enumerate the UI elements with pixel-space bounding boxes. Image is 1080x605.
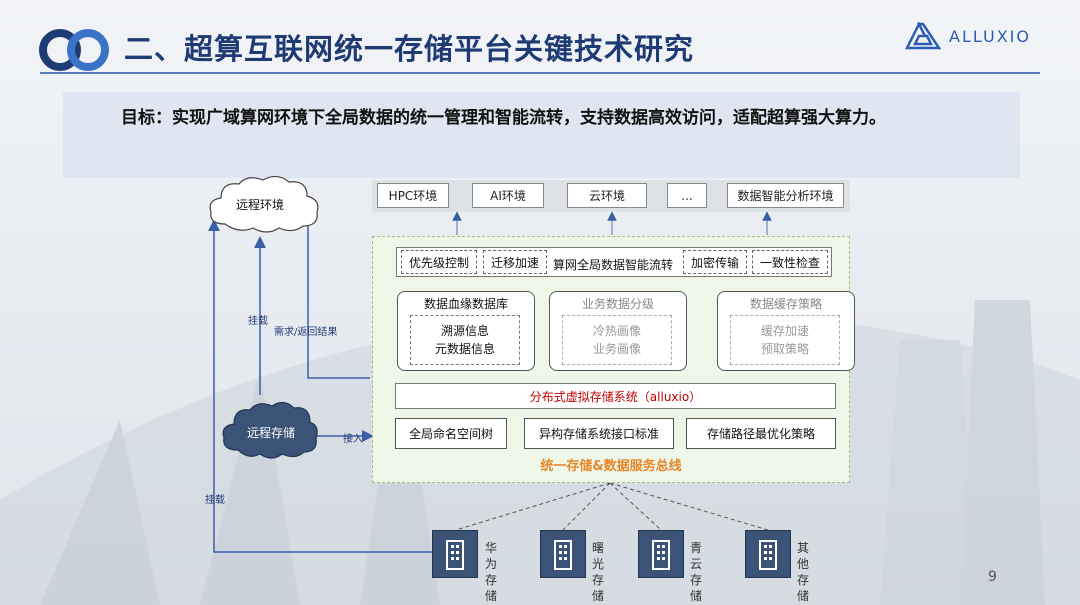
- header-divider: [40, 72, 1040, 74]
- priority-control: 优先级控制: [401, 250, 477, 274]
- card-title: 业务数据分级: [581, 297, 654, 311]
- building-icon: [432, 530, 478, 578]
- page-number: 9: [988, 569, 997, 585]
- card-content: 溯源信息 元数据信息: [410, 315, 520, 365]
- card-line: 缓存加速: [760, 324, 809, 338]
- brand-logo: ALLUXIO: [905, 22, 1031, 50]
- logo-icon: [39, 29, 109, 71]
- card-content: 冷热画像 业务画像: [562, 315, 672, 365]
- request-return-label: 需求/返回结果: [274, 327, 338, 338]
- env-cloud: 云环境: [567, 183, 647, 208]
- remote-env-cloud: [209, 175, 319, 233]
- card-cache-strategy: 数据缓存策略 缓存加速 预取策略: [717, 291, 855, 371]
- remote-storage-label: 远程存储: [247, 426, 296, 440]
- card-line: 溯源信息: [440, 324, 489, 338]
- storage-label-huawei: 华为存储: [484, 541, 497, 603]
- env-ai: AI环境: [472, 183, 544, 208]
- card-data-lineage: 数据血缘数据库 溯源信息 元数据信息: [397, 291, 535, 371]
- card-content: 缓存加速 预取策略: [730, 315, 840, 365]
- storage-label-qingcloud: 青云存储: [689, 541, 702, 603]
- storage-label-sugon: 曙光存储: [591, 541, 604, 603]
- card-title: 数据缓存策略: [749, 297, 822, 311]
- access-label: 接入: [343, 434, 363, 445]
- encrypted-transfer: 加密传输: [683, 250, 747, 274]
- card-line: 元数据信息: [434, 342, 495, 356]
- env-hpc: HPC环境: [377, 183, 449, 208]
- global-namespace-tree: 全局命名空间树: [395, 418, 507, 449]
- remote-env-label: 远程环境: [236, 198, 285, 212]
- env-data-analysis: 数据智能分析环境: [727, 183, 844, 208]
- alluxio-logo-icon: [905, 22, 941, 50]
- goal-banner: 目标：实现广域算网环境下全局数据的统一管理和智能流转，支持数据高效访问，适配超算…: [63, 92, 1020, 178]
- building-icon: [745, 530, 791, 578]
- data-service-bus-label: 统一存储&数据服务总线: [540, 459, 682, 474]
- global-data-flow-label: 算网全局数据智能流转: [553, 258, 674, 272]
- building-icon: [540, 530, 586, 578]
- card-line: 业务画像: [592, 342, 641, 356]
- building-icon: [638, 530, 684, 578]
- consistency-check: 一致性检查: [752, 250, 828, 274]
- brand-name: ALLUXIO: [949, 26, 1031, 46]
- distributed-virtual-storage: 分布式虚拟存储系统（alluxio）: [395, 383, 836, 409]
- page-title: 二、超算互联网统一存储平台关键技术研究: [124, 32, 695, 66]
- heterogeneous-storage-interface: 异构存储系统接口标准: [524, 418, 674, 449]
- storage-path-optimization: 存储路径最优化策略: [686, 418, 836, 449]
- mount-label-top: 挂载: [248, 316, 268, 327]
- card-line: 预取策略: [760, 342, 809, 356]
- migration-acceleration: 迁移加速: [483, 250, 547, 274]
- mount-label-bottom: 挂载: [205, 495, 225, 506]
- card-title: 数据血缘数据库: [423, 297, 508, 311]
- remote-storage-cloud: [222, 401, 318, 459]
- card-business-grading: 业务数据分级 冷热画像 业务画像: [549, 291, 687, 371]
- storage-label-other: 其他存储: [796, 541, 809, 603]
- card-line: 冷热画像: [592, 324, 641, 338]
- env-more: ...: [667, 183, 707, 208]
